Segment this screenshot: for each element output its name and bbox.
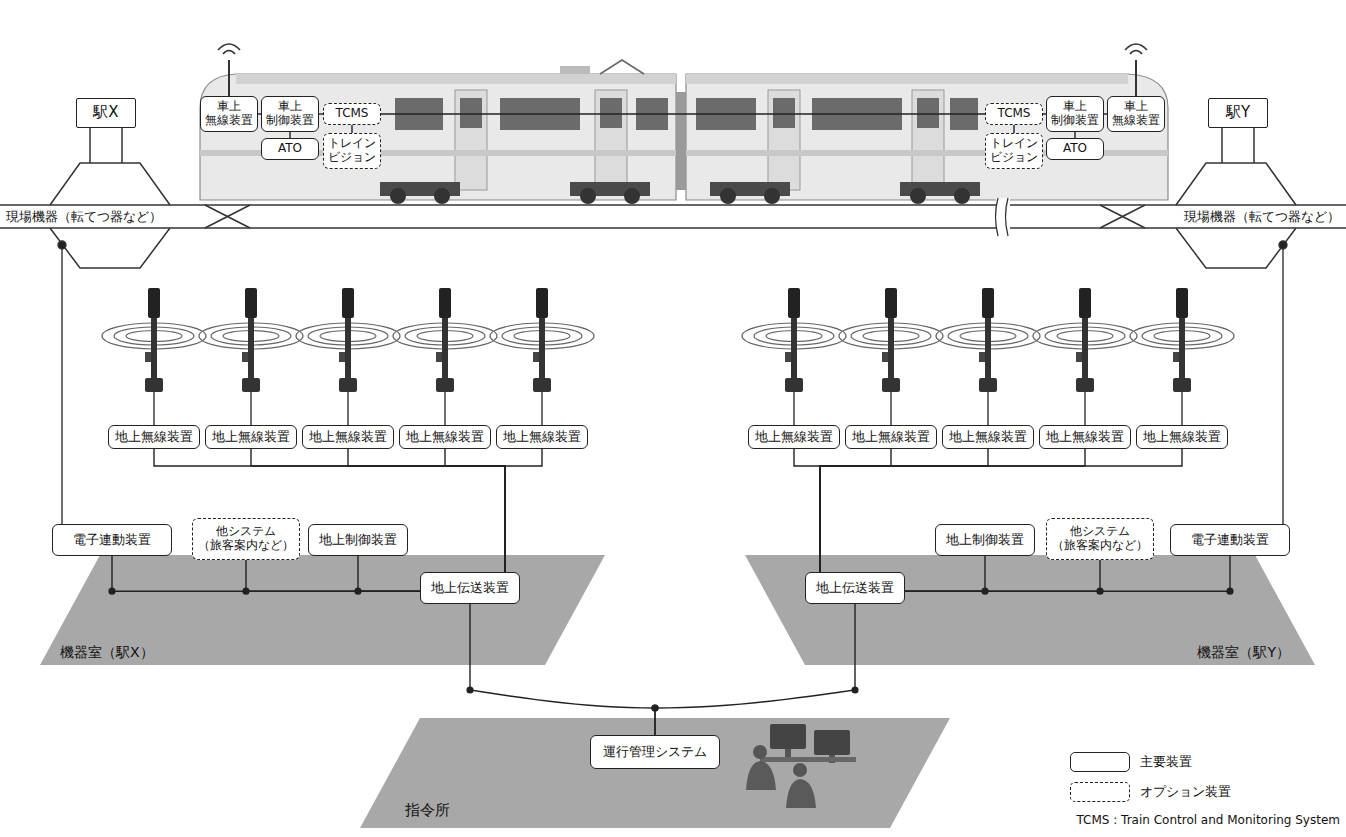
station-sign: 駅Y	[1208, 98, 1268, 128]
legend-sample	[1070, 782, 1130, 802]
legend-item: オプション装置	[1070, 782, 1231, 802]
connector-line	[820, 449, 891, 572]
onboard-controller: 車上 制御装置	[1046, 96, 1104, 132]
node-label: TCMS	[336, 107, 369, 121]
node-label: 駅X	[93, 104, 118, 121]
connector-line	[351, 125, 352, 133]
node-label: 地上無線装置	[949, 430, 1027, 445]
connector-line	[505, 449, 542, 572]
track-break	[996, 198, 1011, 236]
track	[0, 128, 1346, 268]
ato-box: ATO	[1046, 138, 1104, 160]
interlocking-box: 電子連動装置	[1170, 524, 1290, 556]
ground-radio: 地上無線装置	[1039, 425, 1131, 449]
ground-transmission: 地上伝送装置	[420, 572, 520, 604]
tcms-box: TCMS	[985, 103, 1043, 125]
field-wiring	[58, 241, 1287, 524]
station-sign: 駅X	[76, 98, 136, 128]
connector-line	[794, 449, 820, 572]
connector-line	[445, 449, 505, 572]
connector-line	[154, 449, 505, 572]
node-label: 他システム （旅客案内など）	[197, 525, 295, 553]
onboard-antenna	[218, 44, 1147, 96]
node-label: 車上 無線装置	[1112, 100, 1160, 128]
legend-item: 主要装置	[1070, 752, 1192, 772]
ground-radio: 地上無線装置	[399, 425, 491, 449]
ground-radio: 地上無線装置	[302, 425, 394, 449]
train-vision-box: トレイン ビジョン	[985, 133, 1043, 169]
junction-dot	[851, 686, 858, 693]
connector-line	[1013, 125, 1014, 133]
connector-line	[820, 449, 1182, 572]
ground-radio: 地上無線装置	[205, 425, 297, 449]
node-label: 地上制御装置	[319, 533, 397, 548]
equipment-room: 電子連動装置 他システム （旅客案内など） 地上制御装置地上伝送装置機器室（駅X）	[40, 515, 610, 670]
legend-sample	[1070, 752, 1130, 772]
junction-dot	[651, 704, 658, 711]
node-label: 地上制御装置	[946, 533, 1024, 548]
ground-controller: 地上制御装置	[308, 524, 408, 556]
equipment-room: 地上伝送装置 地上制御装置 他システム （旅客案内など） 電子連動装置機器室（駅Y）	[735, 515, 1315, 670]
node-label: 地上無線装置	[212, 430, 290, 445]
node-label: 他システム （旅客案内など）	[1051, 525, 1149, 553]
node-label: 駅Y	[1226, 104, 1250, 121]
node-label: 電子連動装置	[73, 533, 151, 548]
footnote: TCMS : Train Control and Monitoring Syst…	[1076, 812, 1340, 828]
area-label: 指令所	[405, 801, 450, 820]
dispatcher-figures	[746, 724, 856, 808]
node-label: ATO	[278, 142, 302, 156]
onboard-radio: 車上 無線装置	[1107, 96, 1165, 132]
node-label: 地上伝送装置	[431, 581, 509, 596]
interlocking-box: 電子連動装置	[52, 524, 172, 556]
train-vision-box: トレイン ビジョン	[323, 133, 381, 169]
node-label: トレイン ビジョン	[328, 137, 376, 165]
legend-label: 主要装置	[1140, 753, 1192, 771]
node-label: 車上 制御装置	[1051, 100, 1099, 128]
node-label: 地上無線装置	[852, 430, 930, 445]
other-system-box: 他システム （旅客案内など）	[192, 518, 300, 560]
ground-radio: 地上無線装置	[845, 425, 937, 449]
junction-dot	[466, 686, 473, 693]
node-label: 電子連動装置	[1191, 533, 1269, 548]
node-label: 地上無線装置	[755, 430, 833, 445]
field-equipment-label: 現場機器（転てつ器など）	[4, 209, 164, 225]
area-label: 機器室（駅Y）	[1197, 644, 1290, 662]
node-label: 運行管理システム	[603, 745, 707, 760]
node-label: TCMS	[998, 107, 1031, 121]
ground-radio: 地上無線装置	[942, 425, 1034, 449]
junction-dot	[651, 704, 658, 711]
node-label: トレイン ビジョン	[990, 137, 1038, 165]
node-label: 車上 制御装置	[266, 100, 314, 128]
node-label: 地上無線装置	[503, 430, 581, 445]
node-label: ATO	[1063, 142, 1087, 156]
ground-transmission: 地上伝送装置	[805, 572, 905, 604]
ground-radio: 地上無線装置	[748, 425, 840, 449]
node-label: 地上無線装置	[1046, 430, 1124, 445]
node-label: 地上無線装置	[1143, 430, 1221, 445]
other-system-box: 他システム （旅客案内など）	[1046, 518, 1154, 560]
control-center: 運行管理システム指令所	[360, 712, 950, 830]
node-label: 地上無線装置	[406, 430, 484, 445]
node-label: 地上無線装置	[115, 430, 193, 445]
node-label: 地上無線装置	[309, 430, 387, 445]
node-label: 地上伝送装置	[816, 581, 894, 596]
ground-controller: 地上制御装置	[935, 524, 1035, 556]
node-label: 車上 無線装置	[205, 100, 253, 128]
ground-radio: 地上無線装置	[108, 425, 200, 449]
onboard-radio: 車上 無線装置	[200, 96, 258, 132]
ground-radio: 地上無線装置	[496, 425, 588, 449]
onboard-controller: 車上 制御装置	[261, 96, 319, 132]
train-illustration	[200, 60, 1168, 204]
area-label: 機器室（駅X）	[60, 644, 154, 662]
field-equipment-label: 現場機器（転てつ器など）	[1182, 209, 1342, 225]
tcms-box: TCMS	[323, 103, 381, 125]
ato-box: ATO	[261, 138, 319, 160]
connector-line	[381, 113, 985, 114]
ground-radio: 地上無線装置	[1136, 425, 1228, 449]
legend-label: オプション装置	[1140, 783, 1231, 801]
traffic-management-box: 運行管理システム	[590, 735, 720, 769]
ground-antennas	[102, 288, 1234, 425]
